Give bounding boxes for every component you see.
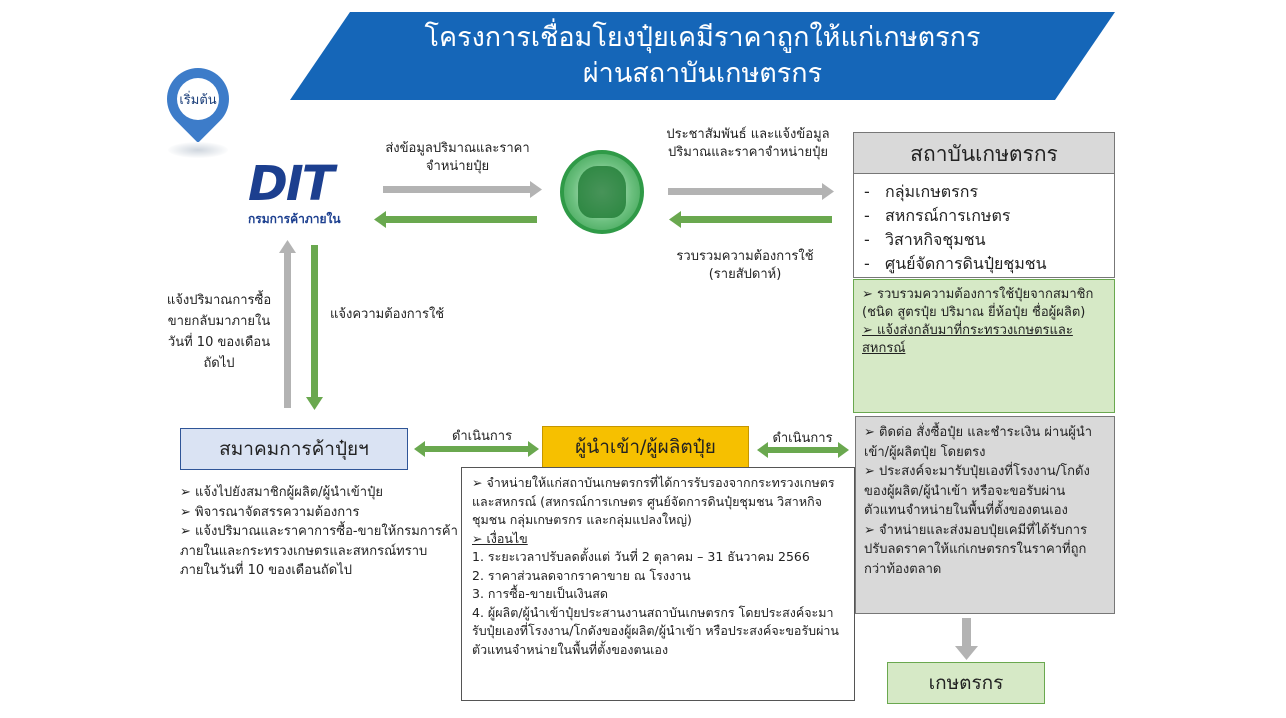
arrow-head-right (822, 183, 834, 200)
list-item: วิสาหกิจชุมชน (864, 228, 1114, 252)
pin-shadow (168, 142, 228, 158)
association-note: ➢ แจ้งปริมาณและราคาการซื้อ-ขายให้กรมการค… (180, 524, 458, 578)
arrow-assoc-importer (424, 446, 528, 452)
ministry-seal-icon (560, 150, 644, 234)
arrow-ministry-to-institutions (668, 188, 823, 195)
seal-emblem (578, 166, 626, 218)
condition-item: 3. การซื้อ-ขายเป็นเงินสด (472, 586, 609, 601)
importer-producer-box: ผู้นำเข้า/ผู้ผลิตปุ๋ย (542, 426, 749, 468)
title-banner: โครงการเชื่อมโยงปุ๋ยเคมีราคาถูกให้แก่เกษ… (290, 12, 1115, 100)
detail-intro: ➢ จำหน่ายให้แก่สถาบันเกษตรกรที่ได้การรับ… (472, 475, 835, 527)
grey-box-bullet-1: ➢ ติดต่อ สั่งซื้อปุ๋ย และชำระเงิน ผ่านผู… (864, 425, 1093, 460)
condition-item: 2. ราคาส่วนลดจากราคาขาย ณ โรงงาน (472, 567, 691, 583)
importer-detail-box: ➢ จำหน่ายให้แก่สถาบันเกษตรกรที่ได้การรับ… (461, 467, 855, 701)
label-report-back: แจ้งปริมาณการซื้อขายกลับมาภายในวันที่ 10… (166, 293, 272, 371)
collect-needs-box: ➢ รวบรวมความต้องการใช้ปุ๋ยจากสมาชิก (ชนิ… (853, 279, 1115, 413)
arrow-importer-institutions (767, 447, 839, 453)
label-proceed-right: ดำเนินการ (772, 431, 833, 446)
label-announce-info: ประชาสัมพันธ์ และแจ้งข้อมูลปริมาณและราคา… (666, 127, 830, 160)
association-note: ➢ พิจารณาจัดสรรความต้องการ (180, 504, 360, 520)
arrow-institutions-to-ministry (680, 216, 832, 223)
institutions-header: สถาบันเกษตรกร (853, 132, 1115, 174)
green-box-bullet-1: ➢ รวบรวมความต้องการใช้ปุ๋ยจากสมาชิก (862, 287, 1094, 302)
arrow-head-right (528, 441, 539, 457)
arrow-to-farmers (962, 618, 971, 648)
title-line-1: โครงการเชื่อมโยงปุ๋ยเคมีราคาถูกให้แก่เกษ… (424, 22, 981, 53)
fertilizer-association-box: สมาคมการค้าปุ๋ยฯ (180, 428, 408, 470)
dit-logo: DIT กรมการค้าภายใน (248, 158, 363, 230)
arrow-head-down (306, 397, 323, 410)
arrow-dit-to-assoc (311, 245, 318, 398)
label-proceed-left: ดำเนินการ (451, 429, 513, 444)
arrow-head-left (414, 441, 425, 457)
dit-logo-text: DIT (248, 156, 334, 212)
label-collect-needs: รวบรวมความต้องการใช้ (รายสัปดาห์) (676, 249, 814, 282)
list-item: กลุ่มเกษตรกร (864, 180, 1114, 204)
farmers-box: เกษตรกร (887, 662, 1045, 704)
condition-item: 4. ผู้ผลิต/ผู้นำเข้าปุ๋ยประสานงานสถาบันเ… (472, 604, 839, 657)
arrow-head-left (757, 442, 768, 458)
institutions-list: กลุ่มเกษตรกร สหกรณ์การเกษตร วิสาหกิจชุมช… (853, 174, 1115, 278)
association-note: ➢ แจ้งไปยังสมาชิกผู้ผลิต/ผู้นำเข้าปุ๋ย (180, 485, 383, 500)
arrow-dit-to-ministry (383, 186, 533, 193)
association-notes: ➢ แจ้งไปยังสมาชิกผู้ผลิต/ผู้นำเข้าปุ๋ย ➢… (180, 483, 460, 581)
green-box-detail: (ชนิด สูตรปุ๋ย ปริมาณ ยี่ห้อปุ๋ย ชื่อผู้… (862, 305, 1086, 320)
arrow-head-left (374, 211, 386, 228)
grey-box-bullet-3: ➢ จำหน่ายและส่งมอบปุ๋ยเคมีที่ได้รับการปร… (864, 522, 1088, 577)
condition-item: 1. ระยะเวลาปรับลดตั้งแต่ วันที่ 2 ตุลาคม… (472, 549, 810, 564)
grey-box-bullet-2: ➢ ประสงค์จะมารับปุ๋ยเองที่โรงงาน/โกดังขอ… (864, 464, 1090, 518)
arrow-head-left (669, 211, 681, 228)
list-item: ศูนย์จัดการดินปุ๋ยชุมชน (864, 252, 1114, 276)
label-notify-needs: แจ้งความต้องการใช้ (330, 307, 445, 322)
arrow-ministry-to-dit (385, 216, 537, 223)
green-box-bullet-2: ➢ แจ้งส่งกลับมาที่กระทรวงเกษตรและสหกรณ์ (862, 323, 1073, 356)
arrow-head-down (955, 646, 978, 660)
title-line-2: ผ่านสถาบันเกษตรกร (582, 58, 823, 89)
conditions-title: ➢ เงื่อนไข (472, 530, 528, 546)
list-item: สหกรณ์การเกษตร (864, 204, 1114, 228)
arrow-assoc-to-dit (284, 252, 291, 408)
arrow-head-up (279, 240, 296, 253)
arrow-head-right (838, 442, 849, 458)
arrow-head-right (530, 181, 542, 198)
purchase-process-box: ➢ ติดต่อ สั่งซื้อปุ๋ย และชำระเงิน ผ่านผู… (855, 416, 1115, 614)
label-send-info: ส่งข้อมูลปริมาณและราคาจำหน่ายปุ๋ย (385, 141, 530, 174)
dit-logo-subtitle: กรมการค้าภายใน (248, 212, 341, 226)
start-label: เริ่มต้น (177, 78, 219, 120)
